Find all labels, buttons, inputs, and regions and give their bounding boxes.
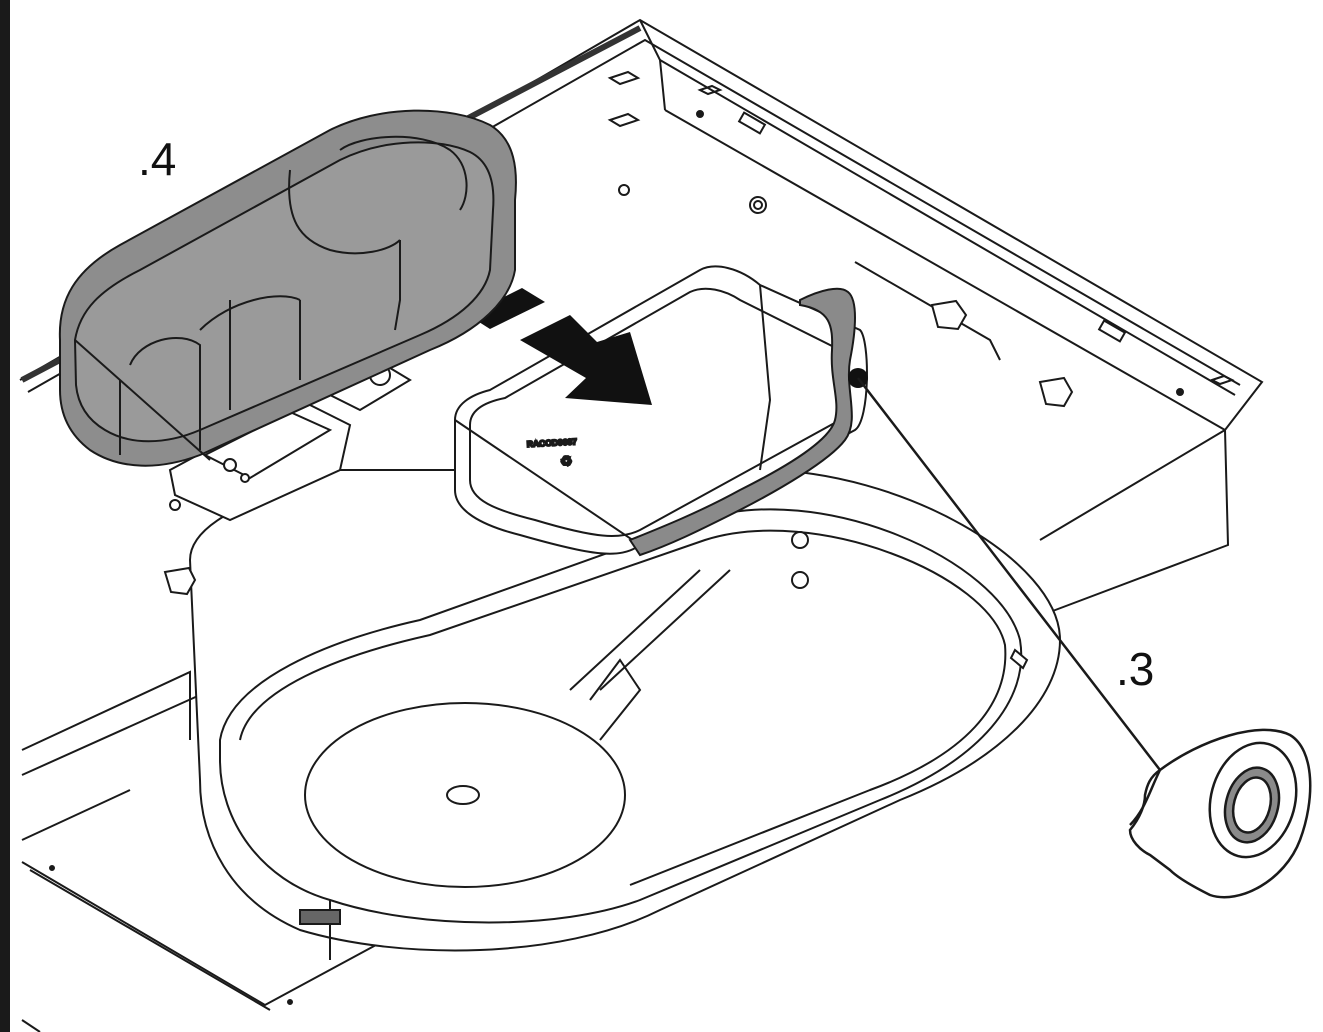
blower-housing (188, 469, 1062, 960)
side-clamps (163, 299, 1074, 596)
sealing-tape (628, 287, 856, 557)
blower-hub (446, 785, 480, 805)
frame-left-border (0, 0, 10, 1032)
duct-part-code: RACOD9607 (527, 436, 578, 449)
callout-label-4: .4 (138, 133, 177, 185)
recycle-mark: ♲ (560, 454, 573, 470)
tape-roll-icon (1128, 728, 1312, 899)
duct-adapter: RACOD9607 ♲ (454, 265, 868, 555)
direction-arrow-icon (468, 288, 652, 405)
grease-filter-part-4 (58, 109, 517, 467)
lower-plate (21, 670, 401, 1032)
leader-line-3 (857, 377, 1161, 771)
callout-label-3: .3 (1116, 643, 1155, 695)
